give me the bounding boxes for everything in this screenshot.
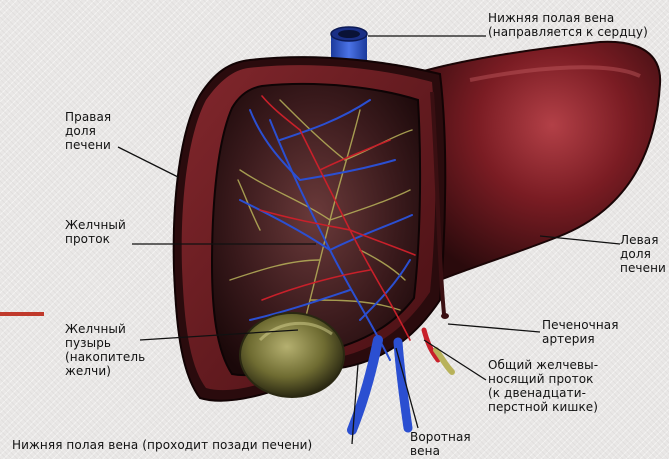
label-left-lobe: Левая доля печени <box>620 233 666 275</box>
label-right-lobe: Правая доля печени <box>65 110 111 152</box>
label-common-bile-duct: Общий желчевы- носящий проток (к двенадц… <box>488 358 598 414</box>
label-ivc-bottom: Нижняя полая вена (проходит позади печен… <box>12 438 312 452</box>
label-gallbladder: Желчный пузырь (накопитель желчи) <box>65 322 145 378</box>
accent-bar <box>0 312 44 316</box>
label-portal-vein: Воротная вена <box>410 430 471 458</box>
label-ivc-top: Нижняя полая вена (направляется к сердцу… <box>488 11 648 39</box>
label-hepatic-artery: Печеночная артерия <box>542 318 619 346</box>
label-bile-duct: Желчный проток <box>65 218 126 246</box>
gallbladder <box>240 313 344 397</box>
